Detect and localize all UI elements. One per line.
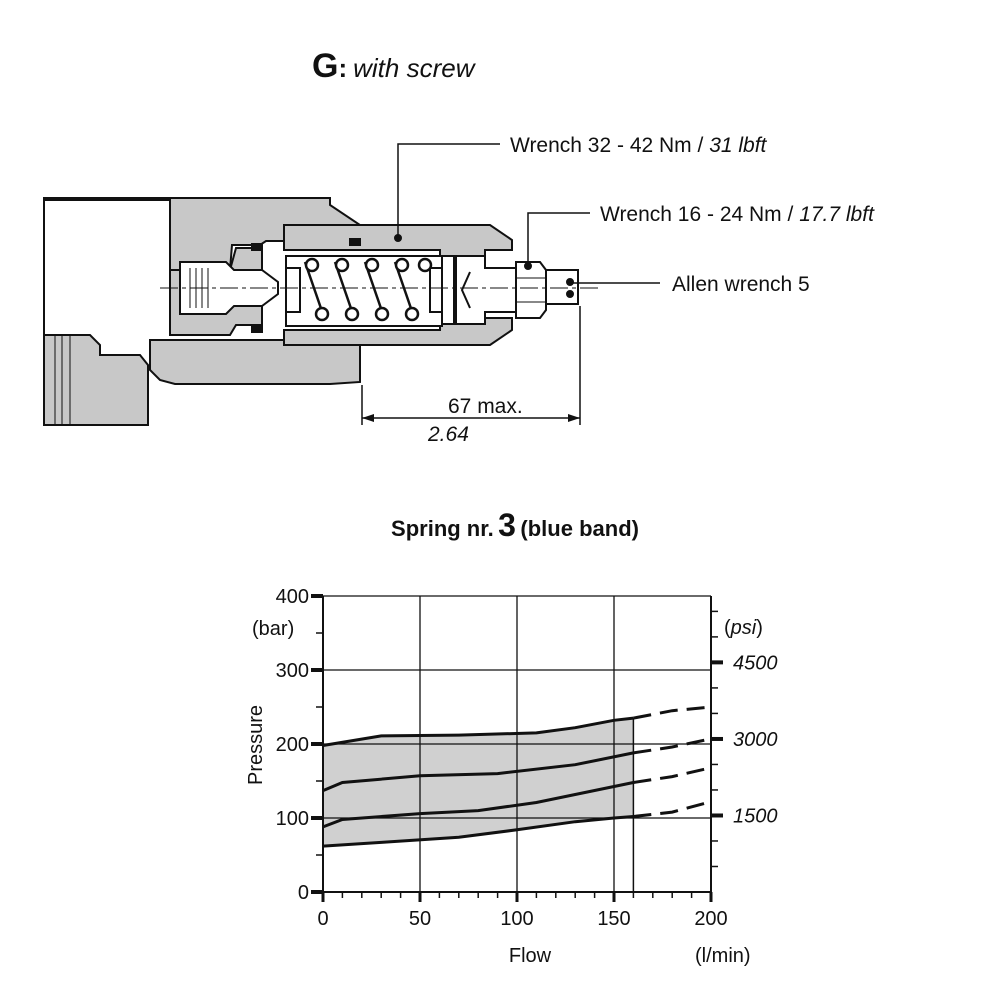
o-ring xyxy=(251,243,263,251)
valve-body-lower xyxy=(43,334,361,426)
dimension-imperial: 2.64 xyxy=(427,423,469,446)
y-tick-label: 200 xyxy=(276,734,309,756)
pressure-curve-extrapolated xyxy=(633,737,712,755)
arrow-right-icon xyxy=(568,414,580,422)
valve-cross-section xyxy=(43,197,600,426)
leader-wrench-large xyxy=(397,143,500,238)
y-axis-label: Pressure xyxy=(245,705,267,785)
y-tick-label: 100 xyxy=(276,808,309,830)
o-ring xyxy=(349,238,361,246)
leader-wrench-small xyxy=(527,212,590,266)
y-tick-label: 300 xyxy=(276,660,309,682)
chart-title-prefix: Spring nr. xyxy=(391,516,494,541)
pressure-curve xyxy=(322,716,634,747)
leader-lines xyxy=(397,143,660,284)
dimension-67 xyxy=(361,306,581,425)
chart-title-suffix: (blue band) xyxy=(520,516,639,541)
callout-allen-wrench: Allen wrench 5 xyxy=(672,273,810,296)
callout-wrench-large: Wrench 32 - 42 Nm / 31 lbft xyxy=(510,134,768,157)
callout-wrench-small-metric: Wrench 16 - 24 Nm / xyxy=(600,203,799,226)
callout-wrench-large-metric: Wrench 32 - 42 Nm / xyxy=(510,134,709,157)
callout-wrench-large-imperial: 31 lbft xyxy=(709,134,767,157)
lock-nut-icon xyxy=(515,261,547,319)
x-tick-label: 0 xyxy=(317,908,328,930)
heading-letter: G xyxy=(312,47,338,85)
callout-wrench-small-imperial: 17.7 lbft xyxy=(799,203,875,226)
o-ring xyxy=(251,325,263,333)
screw-stem xyxy=(545,269,579,305)
callout-wrench-small: Wrench 16 - 24 Nm / 17.7 lbft xyxy=(600,203,875,226)
pressure-curve xyxy=(322,815,634,848)
spring-guide xyxy=(286,267,301,313)
pressure-curve-extrapolated xyxy=(633,766,712,784)
y-tick-label: 0 xyxy=(298,882,309,904)
dimension-metric: 67 max. xyxy=(448,395,523,418)
x-tick-label: 100 xyxy=(500,908,533,930)
y2-axis-unit-text: psi xyxy=(730,617,757,639)
hex-socket-icon xyxy=(566,290,574,298)
x-tick-label: 50 xyxy=(409,908,431,930)
chart-title-number: 3 xyxy=(498,507,516,543)
chart-title: Spring nr. 3 (blue band) xyxy=(391,507,639,543)
y-tick-label: 400 xyxy=(276,586,309,608)
figure-heading: G:with screw xyxy=(312,47,477,85)
pressure-curve xyxy=(322,751,634,792)
arrow-left-icon xyxy=(362,414,374,422)
y2-tick-label: 4500 xyxy=(733,652,778,674)
spring-retainer xyxy=(429,267,442,313)
x-tick-label: 200 xyxy=(694,908,727,930)
heading-colon: : xyxy=(338,53,347,83)
pressure-curve xyxy=(322,781,634,829)
pressure-curve-extrapolated xyxy=(633,705,712,720)
spring-icon xyxy=(303,257,433,322)
y-axis-unit: (bar) xyxy=(252,618,294,640)
y2-tick-label: 1500 xyxy=(733,805,778,827)
pressure-flow-chart: 0 100 200 300 400 1500 3000 4500 0 50 100 150 200 xyxy=(276,586,778,930)
x-axis-label: Flow xyxy=(509,945,552,967)
pressure-curve-extrapolated xyxy=(633,800,712,818)
x-axis-unit: (l/min) xyxy=(695,945,751,967)
x-tick-label: 150 xyxy=(597,908,630,930)
screw-tip xyxy=(460,271,471,309)
heading-text: with screw xyxy=(353,53,477,83)
hex-socket-icon xyxy=(566,278,574,286)
y2-tick-label: 3000 xyxy=(733,729,778,751)
y2-axis-unit: (psi) xyxy=(724,617,763,639)
